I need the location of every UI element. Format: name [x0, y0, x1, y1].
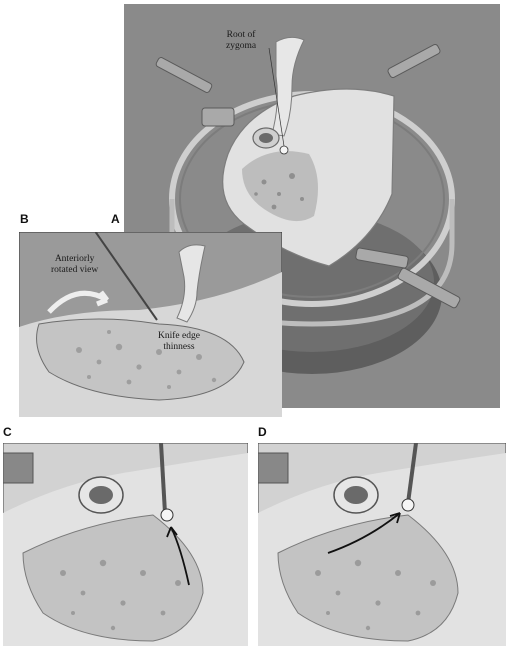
callout-root-of-zygoma: Root of zygoma	[226, 30, 256, 52]
callout-anteriorly-rotated-view: Anteriorly rotated view	[51, 254, 98, 276]
callout-knife-edge-line2: thinness	[163, 342, 195, 352]
callout-knife-edge-thinness: Knife edge thinness	[158, 331, 200, 353]
panel-letter-c: C	[3, 425, 12, 439]
panel-b-illustration	[19, 232, 282, 417]
callout-anteriorly-rotated-line2: rotated view	[51, 265, 99, 275]
panel-letter-b: B	[20, 212, 29, 226]
callout-root-of-zygoma-line2: zygoma	[226, 41, 257, 51]
callout-anteriorly-rotated-line1: Anteriorly	[54, 254, 95, 264]
panel-d-illustration	[258, 443, 506, 646]
panel-c-illustration	[3, 443, 248, 646]
callout-root-of-zygoma-line1: Root of	[226, 30, 256, 40]
callout-knife-edge-line1: Knife edge	[158, 331, 200, 341]
panel-letter-a: A	[111, 212, 120, 226]
panel-letter-d: D	[258, 425, 267, 439]
